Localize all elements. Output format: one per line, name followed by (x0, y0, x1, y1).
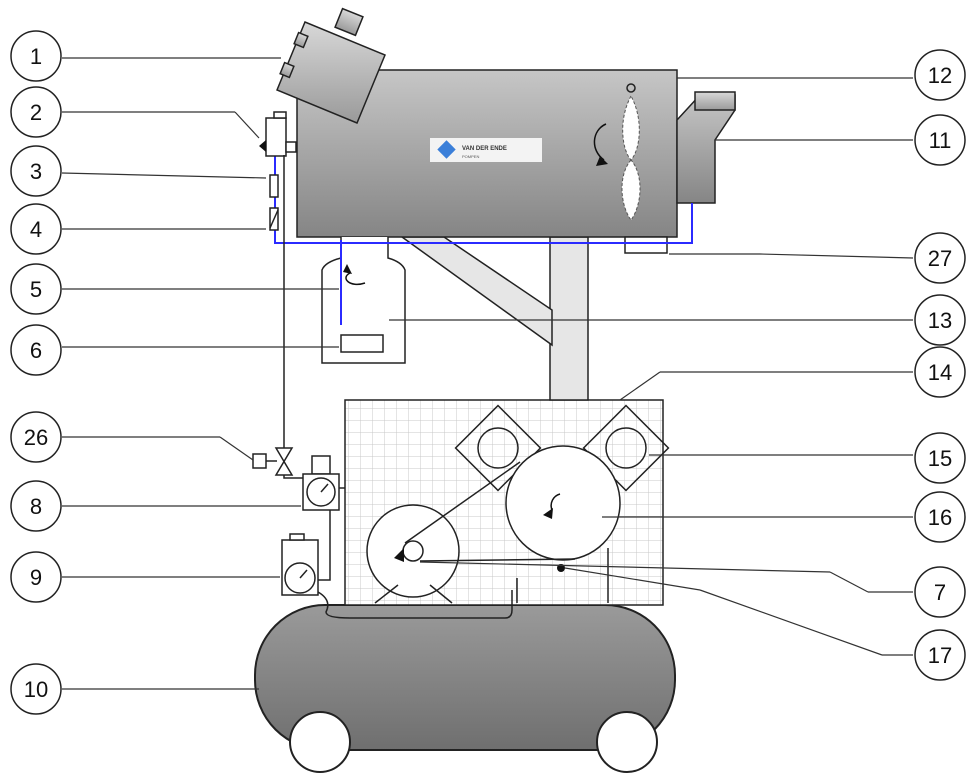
callout-27: 27 (914, 232, 966, 284)
callout-12-label: 12 (928, 63, 952, 88)
callout-12: 12 (914, 49, 966, 101)
side-unit (676, 91, 736, 204)
callout-27-label: 27 (928, 246, 952, 271)
callout-6-label: 6 (30, 338, 42, 363)
flywheel-rotation-arrow (550, 493, 561, 511)
callout-13: 13 (914, 294, 966, 346)
callout-26: 26 (10, 411, 62, 463)
callout-9: 9 (10, 551, 62, 603)
callout-17-label: 17 (928, 643, 952, 668)
callout-10-label: 10 (24, 677, 48, 702)
flywheel (505, 445, 621, 561)
callout-15-label: 15 (928, 446, 952, 471)
callout-1-label: 1 (30, 44, 42, 69)
junction-box (624, 236, 668, 254)
propeller (621, 94, 641, 221)
callout-26-label: 26 (24, 425, 48, 450)
callout-9-label: 9 (30, 565, 42, 590)
support-frame (399, 236, 589, 401)
callout-3: 3 (10, 145, 62, 197)
wheel-left (289, 711, 351, 773)
callout-4: 4 (10, 203, 62, 255)
callout-13-label: 13 (928, 308, 952, 333)
air-tank (254, 604, 676, 773)
callout-15: 15 (914, 432, 966, 484)
callout-7-label: 7 (934, 580, 946, 605)
leader-lines (61, 57, 914, 690)
callout-5: 5 (10, 263, 62, 315)
callout-16-label: 16 (928, 505, 952, 530)
air-hose (317, 590, 513, 619)
float-switch (340, 334, 384, 353)
brand-subtitle: POMPEN (462, 154, 479, 159)
callouts: 1 2 3 4 5 6 26 8 9 10 12 11 27 13 14 15 … (10, 30, 966, 715)
drain-valve (252, 447, 294, 476)
inlet-valve-assembly (259, 111, 297, 231)
check-valve (269, 174, 279, 198)
pressure-regulator (302, 455, 340, 511)
callout-7: 7 (914, 566, 966, 618)
brand-logo-icon (437, 140, 456, 159)
callout-3-label: 3 (30, 159, 42, 184)
brand-name: VAN DER ENDE (462, 146, 507, 152)
callout-5-label: 5 (30, 277, 42, 302)
callout-1: 1 (10, 30, 62, 82)
callout-14: 14 (914, 346, 966, 398)
callout-11: 11 (914, 114, 966, 166)
solenoid-valve (265, 117, 287, 157)
callout-4-label: 4 (30, 217, 42, 242)
water-container (321, 237, 406, 364)
compressor-guard (344, 399, 670, 606)
callout-6: 6 (10, 324, 62, 376)
callout-8-label: 8 (30, 494, 42, 519)
top-filter (276, 7, 386, 124)
wheel-right (596, 711, 658, 773)
drive-belt (404, 461, 521, 544)
callout-16: 16 (914, 491, 966, 543)
tank-pressure-gauge (281, 533, 319, 596)
callout-2-label: 2 (30, 100, 42, 125)
callout-11-label: 11 (929, 128, 952, 153)
callout-2: 2 (10, 86, 62, 138)
callout-10: 10 (10, 663, 62, 715)
callout-17: 17 (914, 629, 966, 681)
callout-14-label: 14 (928, 360, 952, 385)
callout-8: 8 (10, 480, 62, 532)
